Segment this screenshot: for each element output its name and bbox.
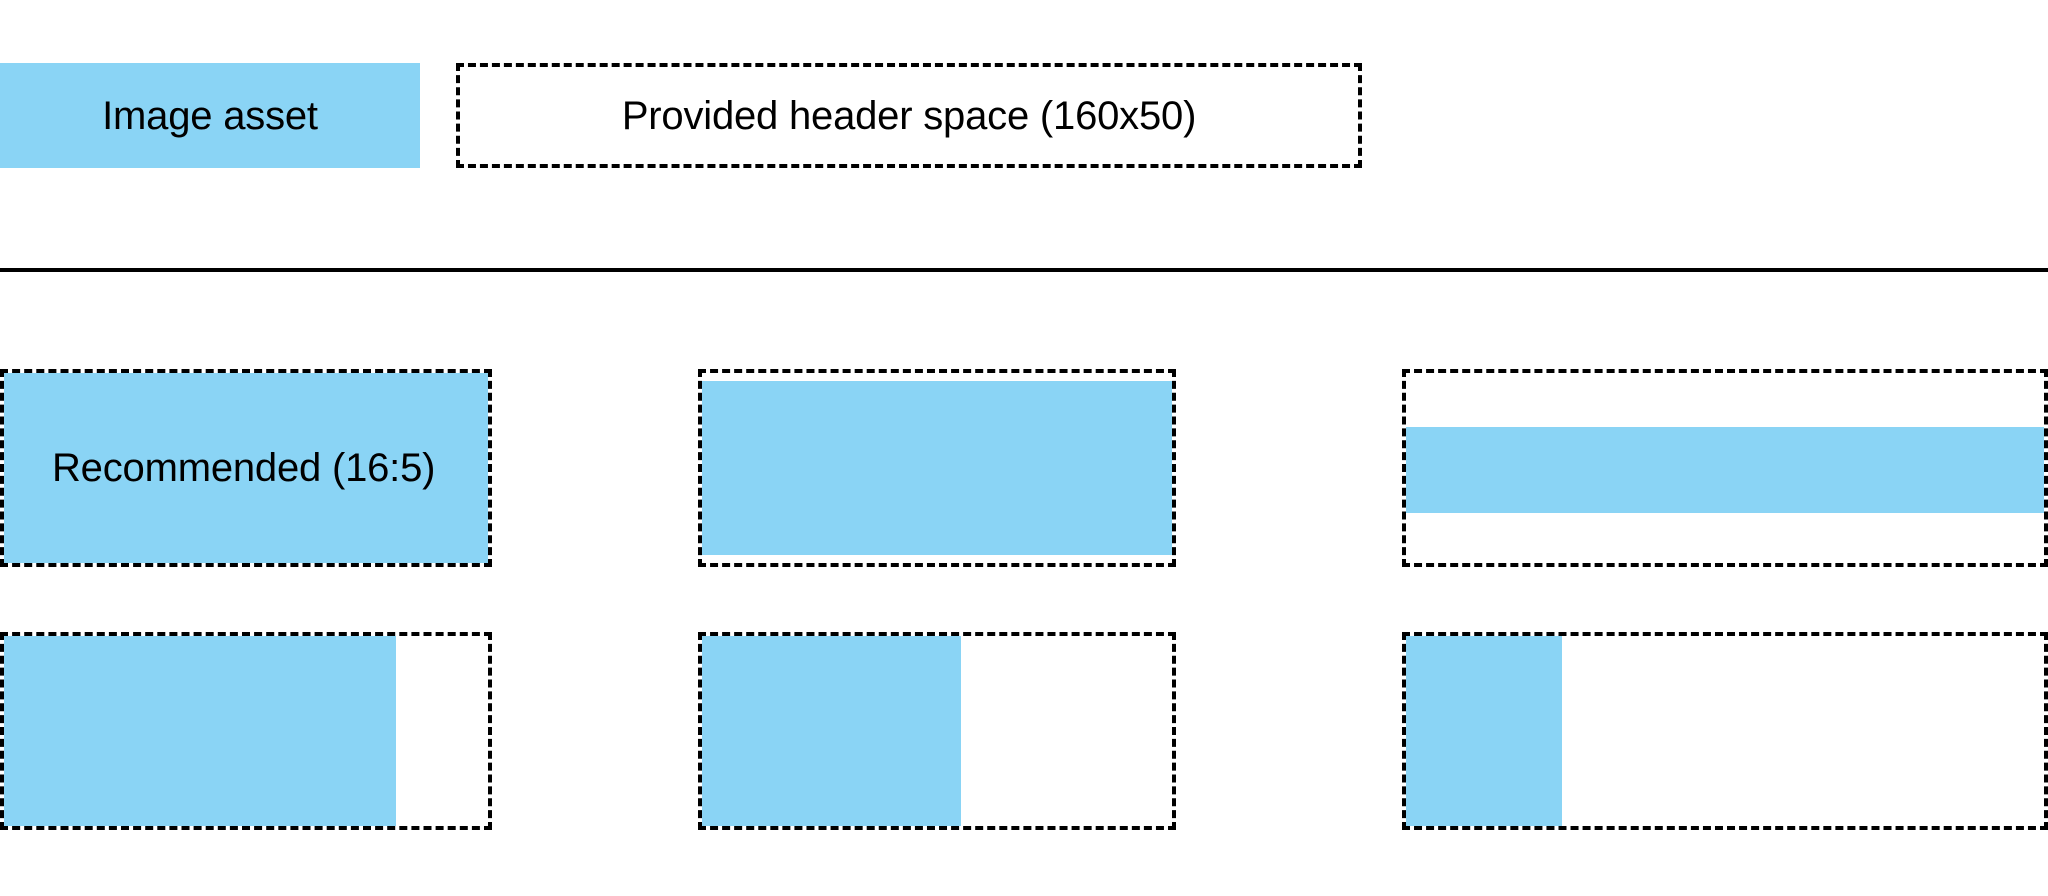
provided-header-space-label: Provided header space (160x50) xyxy=(621,93,1197,138)
section-divider xyxy=(0,268,2048,272)
asset-fill-width-55 xyxy=(702,636,961,826)
specimen-partial-wide xyxy=(0,632,492,830)
image-asset-label: Image asset xyxy=(102,93,318,138)
asset-fill-width-25 xyxy=(1406,636,1563,826)
specimen-band-centered xyxy=(1402,369,2048,567)
specimen-partial-medium xyxy=(698,632,1176,830)
provided-header-space-box: Provided header space (160x50) xyxy=(456,63,1362,168)
specimen-inset-vertical xyxy=(698,369,1176,567)
asset-fill-full xyxy=(4,373,488,563)
asset-fill-width-81 xyxy=(4,636,397,826)
asset-fill-inset-vertical xyxy=(702,381,1172,555)
specimen-recommended-ratio: Recommended (16:5) xyxy=(0,369,492,567)
aspect-ratio-specimen-grid: Recommended (16:5) xyxy=(0,369,2048,869)
asset-fill-band xyxy=(1406,427,2044,513)
specimen-partial-narrow xyxy=(1402,632,2048,830)
recommended-ratio-label: Recommended (16:5) xyxy=(52,446,436,490)
image-asset-swatch: Image asset xyxy=(0,63,420,168)
